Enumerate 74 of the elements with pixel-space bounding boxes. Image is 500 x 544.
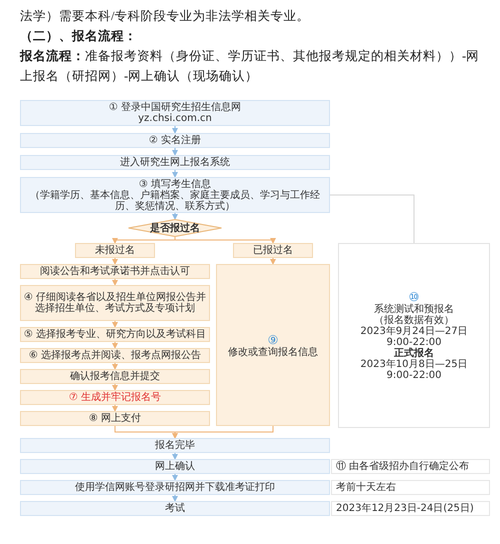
process-box [75,243,155,258]
step-label: 2023年10月8日—25日 [360,359,468,370]
connector-arrow [172,474,178,481]
connector-arrow [112,278,118,286]
step-number: ⑩ [408,290,420,304]
process-box [20,133,330,148]
step-label: ① 登录中国研究生招生信息网 [108,102,242,113]
connector-arrow [172,452,178,460]
connector-arrow [112,320,118,328]
connector-arrow [112,342,118,349]
paragraph: （二）、报名流程： [20,28,138,45]
step-label: 9:00-22:00 [386,370,442,381]
step-label: 9:00-22:00 [386,337,442,348]
step-label: 报名完毕 [155,440,195,451]
process-box [20,348,210,363]
step-label: ③ 填写考生信息 [138,178,212,190]
connector-arrow [172,426,274,439]
paragraph: 报名流程：准备报考资料（身份证、学历证书、其他报考规定的相关材料））-网上报名（研招网）-网上确认（现场确认） [20,48,480,85]
connector-arrow [112,404,118,412]
step-label: ④ 仔细阅读各省以及招生单位网报公告并选择招生单位、考试方式及专项计划 [23,292,207,314]
step-label: ⑥ 选择报考点并阅读、报考点网报公告 [28,350,202,361]
connector-arrow [172,170,178,178]
process-box [20,100,330,126]
step-label: （学籍学历、基本信息、户籍档案、家庭主要成员、学习与工作经历、奖惩情况、联系方式） [29,190,321,212]
step-label: ⑧ 网上支付 [88,413,142,424]
paragraph: 法学）需要本科/专科阶段专业为非法学相关专业。 [20,8,310,25]
process-box [20,327,210,342]
step-label: 修改或查询报名信息 [228,346,318,358]
step-label: 系统测试和预报名 [374,304,454,315]
process-box [20,480,330,495]
connector-arrow [172,494,178,502]
step-label: 使用学信网账号登录研招网并下载准考证打印 [75,482,275,493]
process-box [20,411,210,426]
connector-arrow [112,384,118,391]
note-cell: ⑪ 由各省级招办自行确定公布 [331,459,490,474]
step-label: （报名数据有效） [374,315,454,326]
process-box [338,243,490,428]
step-label: 已报过名 [253,245,293,256]
step-label: 是否报过名 [150,222,200,234]
step-label: 考试 [165,503,185,514]
step-label: yz.chsi.com.cn [138,113,212,124]
process-box [20,459,330,474]
connector-arrow [112,362,118,370]
process-box [233,243,313,258]
connector-arrow [172,126,178,134]
connector-arrow [112,236,176,244]
step-label: 正式报名 [394,348,434,359]
step-label: ② 实名注册 [148,135,202,146]
connector-arrow [174,236,276,244]
step-label: ⑤ 选择报考专业、研究方向以及考试科目 [24,329,206,340]
step-label: 2023年9月24日—27日 [360,326,468,337]
connector-arrow [172,148,178,156]
process-box [216,264,330,426]
process-box [20,155,330,170]
process-box [20,390,210,405]
decision-diamond [128,219,222,237]
process-box [20,264,210,279]
connector-arrow [112,258,118,265]
process-box [20,177,330,213]
step-number: ⑨ [268,332,278,346]
process-box [20,369,210,384]
process-box [20,438,330,453]
process-box [20,285,210,321]
process-box [20,501,330,516]
note-cell: 2023年12月23日-24日(25日) [331,501,490,516]
step-label: 未报过名 [95,245,135,256]
note-cell: 考前十天左右 [331,480,490,495]
step-label: ⑦ 生成并牢记报名号 [68,392,162,403]
step-label: 阅读公告和考试承诺书并点击认可 [40,266,190,277]
step-label: 进入研究生网上报名系统 [120,157,230,168]
step-label: 确认报考信息并提交 [70,371,160,382]
step-label: 网上确认 [155,461,195,472]
connector-arrow [172,212,178,220]
connector-arrow [270,258,276,265]
